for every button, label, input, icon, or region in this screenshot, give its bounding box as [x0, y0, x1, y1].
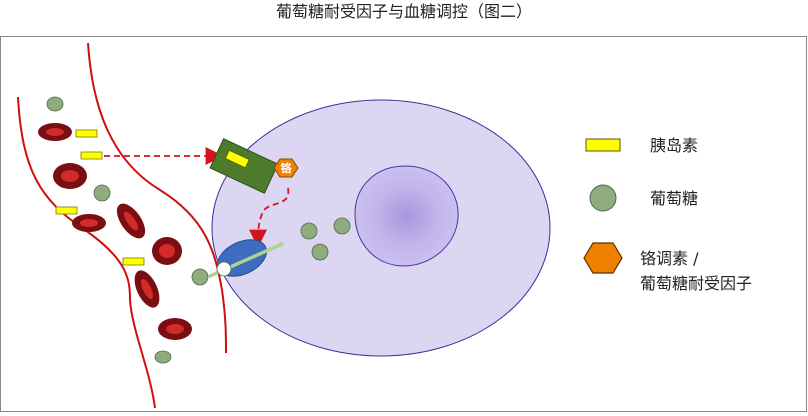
glucose-in-transporter: [216, 261, 232, 277]
glucose-molecule: [191, 268, 209, 286]
red-blood-cell: [116, 203, 146, 239]
vessel-wall-left: [17, 96, 156, 409]
page-title: 葡萄糖耐受因子与血糖调控（图二）: [275, 2, 532, 21]
legend-label-insulin: 胰岛素: [650, 136, 698, 155]
chromium-legend-swatch: [583, 242, 623, 274]
legend-item-chromium: 铬调素 / 葡萄糖耐受因子: [583, 242, 752, 293]
chromium-badge: 铬: [273, 158, 299, 178]
glucose-molecule: [333, 217, 351, 235]
legend-label-chromium: 铬调素 /: [640, 249, 699, 268]
glucose-molecule: [154, 350, 172, 364]
legend-label-glucose: 葡萄糖: [650, 189, 698, 208]
chromium-badge-label: 铬: [281, 161, 293, 175]
legend-item-insulin: 胰岛素: [585, 136, 698, 155]
red-blood-cells: [38, 123, 192, 340]
legend: 胰岛素 葡萄糖 铬调素 / 葡萄糖耐受因子: [583, 136, 752, 293]
insulin-receptor: [209, 138, 279, 194]
glucose-molecule: [46, 96, 64, 112]
insulin-molecule: [75, 129, 98, 138]
glucose-molecule: [93, 184, 111, 202]
glucose-molecule: [300, 222, 318, 240]
insulin-molecule: [122, 257, 145, 266]
red-blood-cell: [134, 270, 160, 308]
glucose-molecules: [46, 96, 351, 364]
glucose-legend-swatch: [589, 184, 617, 212]
cell-nucleus: [354, 165, 459, 267]
red-blood-cell: [72, 214, 106, 232]
insulin-legend-swatch: [585, 138, 621, 152]
insulin-molecules: [55, 129, 145, 266]
bound-insulin: [224, 149, 250, 169]
insulin-molecule: [80, 151, 103, 160]
red-blood-cell: [38, 123, 72, 141]
red-blood-cell: [158, 318, 192, 340]
legend-item-glucose: 葡萄糖: [589, 184, 698, 212]
red-blood-cell: [152, 237, 182, 265]
red-blood-cell: [53, 163, 87, 189]
diagram-frame: [0, 36, 807, 412]
legend-label-gtf: 葡萄糖耐受因子: [640, 274, 752, 293]
glucose-molecule: [311, 243, 329, 261]
vessel-wall-right: [87, 42, 227, 354]
insulin-molecule: [55, 206, 78, 215]
signal-arrow: [249, 187, 290, 248]
